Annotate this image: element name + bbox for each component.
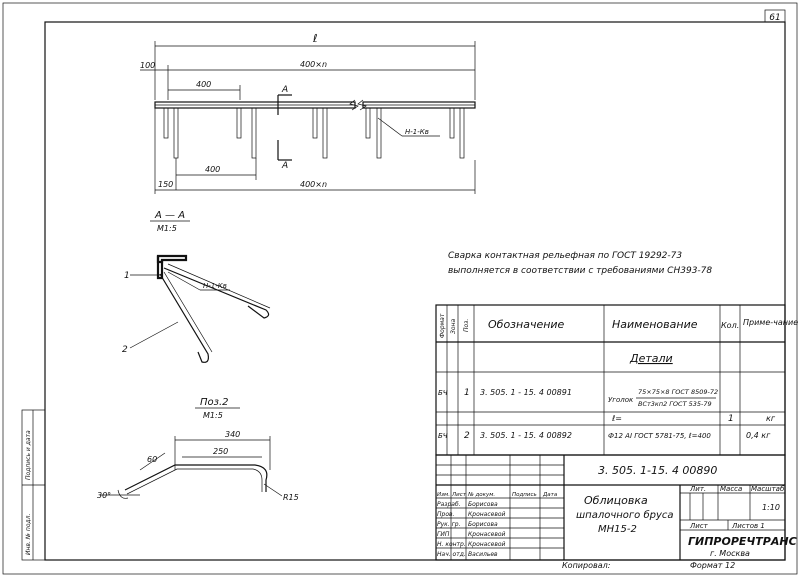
sheet-number: 61 xyxy=(769,13,780,23)
spec-hdr-note: Приме-чание xyxy=(743,318,798,327)
row1-note: кг xyxy=(766,414,776,423)
tb-mass: Масса xyxy=(720,485,742,493)
title-line-1: Облицовка xyxy=(584,494,648,507)
dim-top-400: 400 xyxy=(196,80,211,89)
dim-bot-150: 150 xyxy=(158,180,173,189)
tb-name-2: Кронасевой xyxy=(468,511,506,518)
dim-bot-400: 400 xyxy=(205,165,220,174)
dim-top-100: 100 xyxy=(140,61,155,70)
section-mark-top: A xyxy=(281,85,288,95)
tb-hdr-sign: Подпись xyxy=(512,492,537,498)
spec-hdr-format: Формат xyxy=(439,313,446,338)
row2-designation: 3. 505. 1 - 15. 4 00892 xyxy=(480,431,572,440)
spec-hdr-designation: Обозначение xyxy=(488,318,565,331)
row2-format: БЧ xyxy=(438,432,448,440)
pos2-angle: 30° xyxy=(97,491,111,500)
sheet-number-box xyxy=(764,9,786,23)
dim-top-400n: 400×n xyxy=(300,60,327,69)
pos2-scale: М1:5 xyxy=(203,411,223,420)
section-view: А — А М1:5 1 2 Н-1-Кв xyxy=(122,210,271,363)
pos2-radius: R15 xyxy=(283,493,299,502)
doc-number: 3. 505. 1-15. 4 00890 xyxy=(598,464,717,477)
tb-format: Формат 12 xyxy=(690,561,735,570)
row1-length: ℓ= xyxy=(611,414,622,423)
pos2-dim-60: 60 xyxy=(147,455,157,464)
section-callout-1: 1 xyxy=(124,271,130,281)
dim-total-length: ℓ xyxy=(312,32,318,45)
side-stamp: Инв. № подл. Подпись и дата xyxy=(21,409,46,561)
spec-hdr-zone: Зона xyxy=(450,319,457,334)
row1-designation: 3. 505. 1 - 15. 4 00891 xyxy=(480,388,572,397)
row1-name-prefix: Уголок xyxy=(608,396,634,404)
section-scale: М1:5 xyxy=(157,224,177,233)
tb-name-1: Борисова xyxy=(468,501,498,508)
tb-scale-value: 1:10 xyxy=(762,503,780,512)
section-weld-label: Н-1-Кв xyxy=(203,282,227,290)
tb-name-5: Кронасевой xyxy=(468,541,506,548)
tb-hdr-list: Лист xyxy=(451,492,467,498)
inner-frame xyxy=(44,21,786,561)
tb-role-6: Нач. отд. xyxy=(437,551,466,558)
pos2-dim-340: 340 xyxy=(225,430,240,439)
plan-view: ℓ 100 400×n 400 xyxy=(140,32,476,194)
section-callout-2: 2 xyxy=(122,345,128,355)
tb-name-6: Васильев xyxy=(468,551,498,558)
tb-name-4: Кронасевой xyxy=(468,531,506,538)
tb-role-5: Н. контр. xyxy=(437,541,466,548)
tb-role-2: Пров. xyxy=(437,511,455,518)
note-line-2: выполняется в соответствии с требованиям… xyxy=(448,266,712,276)
pos2-title: Поз.2 xyxy=(200,397,229,408)
row2-pos: 2 xyxy=(464,431,470,441)
spec-hdr-qty: Кол. xyxy=(721,321,739,330)
tb-hdr-izm: Изм. xyxy=(437,492,450,498)
side-stamp-sign: Подпись и дата xyxy=(25,430,32,480)
tb-org: ГИПРОРЕЧТРАНС xyxy=(688,535,797,548)
row1-pos: 1 xyxy=(464,388,470,398)
tb-role-4: ГИП xyxy=(437,531,450,538)
tb-copied: Копировал: xyxy=(562,561,611,570)
row2-note: 0,4 кг xyxy=(746,431,771,440)
spec-section-title: Детали xyxy=(629,352,673,365)
tb-hdr-doc: № докум. xyxy=(467,492,495,498)
pos2-view: Поз.2 М1:5 340 250 60 30° R15 xyxy=(97,397,299,502)
spec-hdr-name: Наименование xyxy=(612,318,698,331)
section-mark-bot: A xyxy=(281,161,288,171)
tb-lit: Лит. xyxy=(689,485,706,493)
pos2-dim-250: 250 xyxy=(213,447,228,456)
row1-format: БЧ xyxy=(438,389,448,397)
title-line-2: шпалочного бруса xyxy=(576,509,674,521)
row1-qty: 1 xyxy=(728,414,734,424)
side-stamp-inv: Инв. № подл. xyxy=(25,514,32,555)
tb-role-3: Рук. гр. xyxy=(437,521,461,528)
tb-sheet: Лист xyxy=(689,522,709,530)
row1-name-bot: ВСт3кп2 ГОСТ 535-79 xyxy=(638,400,712,408)
title-line-3: МН15-2 xyxy=(598,524,637,535)
spec-hdr-pos: Поз. xyxy=(463,319,470,332)
tb-sheets: Листов 1 xyxy=(731,522,765,530)
tb-hdr-date: Дата xyxy=(542,492,558,498)
dim-bot-400n: 400×n xyxy=(300,180,327,189)
notes: Сварка контактная рельефная по ГОСТ 1929… xyxy=(448,251,712,276)
title-block: 3. 505. 1-15. 4 00890 Изм. Лист № докум.… xyxy=(435,454,797,570)
tb-name-3: Борисова xyxy=(468,521,498,528)
plan-weld-label: Н-1-Кв xyxy=(405,128,429,136)
note-line-1: Сварка контактная рельефная по ГОСТ 1929… xyxy=(448,251,682,261)
row1-name-top: 75×75×8 ГОСТ 8509-72 xyxy=(638,388,718,396)
row2-name: Ф12 АI ГОСТ 5781-75, ℓ=400 xyxy=(608,432,711,440)
tb-city: г. Москва xyxy=(710,549,750,558)
section-title: А — А xyxy=(154,210,185,221)
tb-scale-label: Масштаб xyxy=(751,485,785,493)
spec-table: Формат Зона Поз. Обозначение Наименовани… xyxy=(435,304,798,456)
tb-role-1: Разраб. xyxy=(437,501,461,508)
